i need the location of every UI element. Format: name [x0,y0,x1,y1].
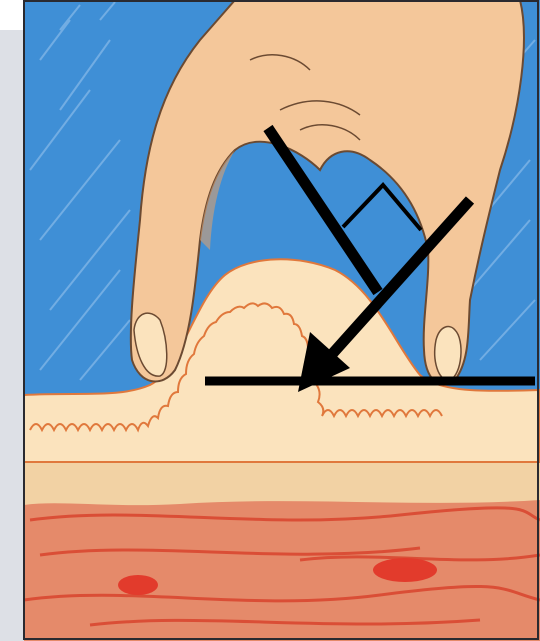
muscle-layer [24,490,540,641]
vessel-right [373,558,437,582]
left-margin-panel [0,30,24,641]
index-nail [435,327,461,381]
vessel-left [118,575,158,595]
